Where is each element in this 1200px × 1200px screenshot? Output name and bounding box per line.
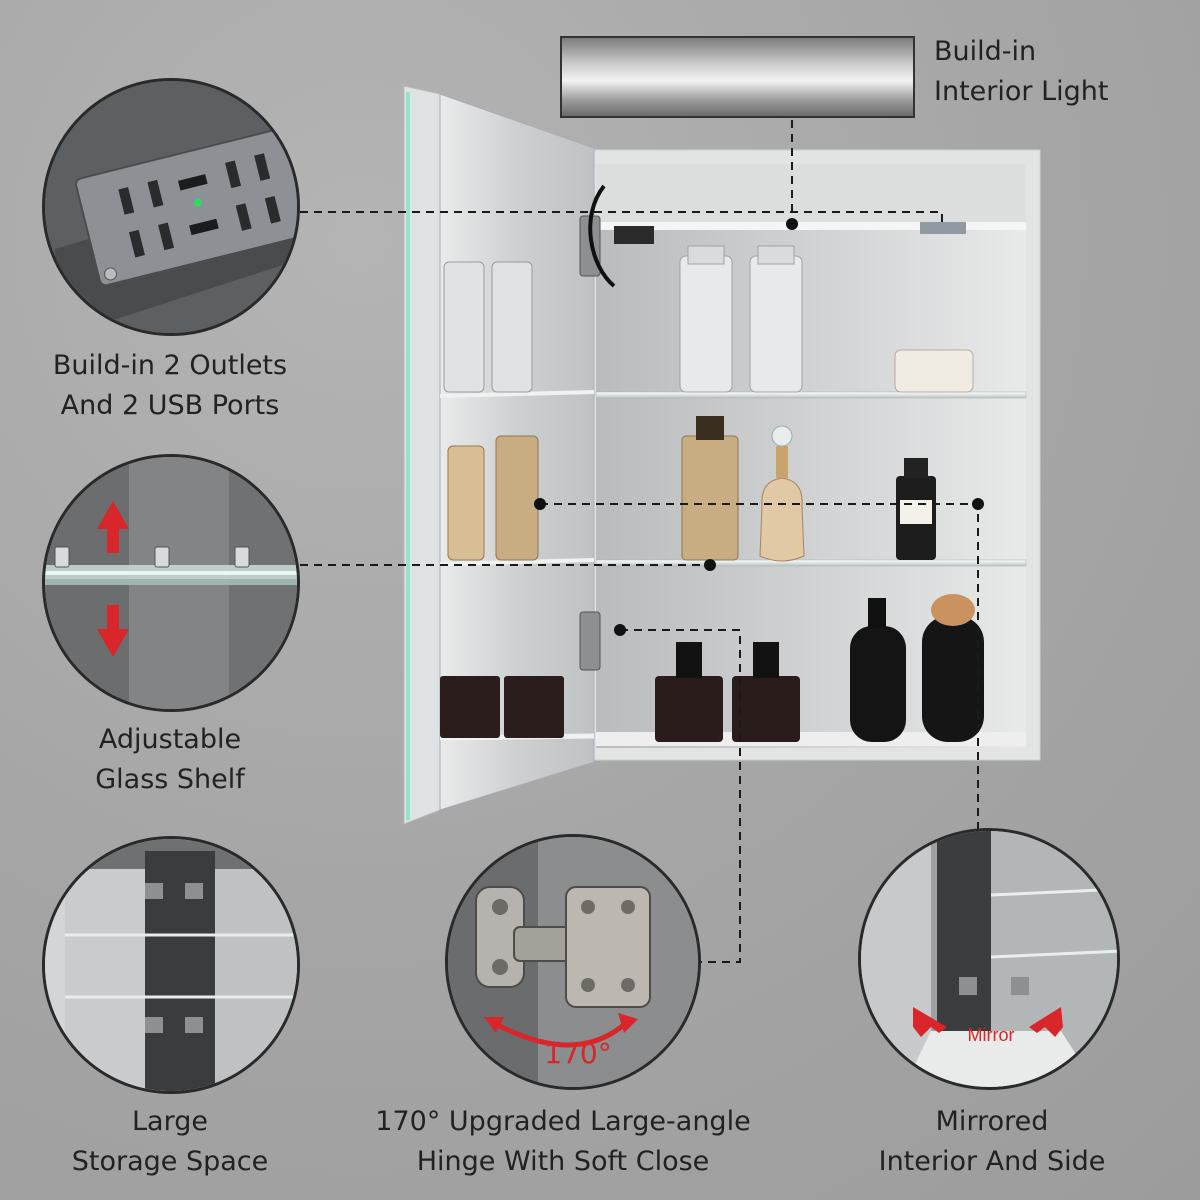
outlets-line1: Build-in 2 Outlets <box>52 350 288 381</box>
outlet-icon <box>74 122 297 287</box>
shelf-circle <box>42 454 300 712</box>
hinge-icon <box>475 886 651 1008</box>
shelf-caption: Adjustable Glass Shelf <box>20 720 320 800</box>
outlets-circle <box>42 78 300 336</box>
hinge-line1: 170° Upgraded Large-angle <box>375 1106 751 1137</box>
storage-caption: Large Storage Space <box>20 1102 320 1182</box>
interior-light-line2: Interior Light <box>934 76 1109 107</box>
hinge-circle: 170° <box>445 834 701 1090</box>
storage-line1: Large <box>132 1106 208 1137</box>
shelf-line1: Adjustable <box>98 724 242 755</box>
interior-light-line1: Build-in <box>934 36 1037 67</box>
mirrored-caption: Mirrored Interior And Side <box>842 1102 1142 1182</box>
mirrored-line2: Interior And Side <box>878 1146 1106 1177</box>
arrow-up-icon <box>97 501 129 553</box>
interior-light-caption: Build-in Interior Light <box>934 32 1108 112</box>
mirrored-line1: Mirrored <box>935 1106 1049 1137</box>
interior-light-inset <box>560 36 915 118</box>
curved-arrow-icon <box>484 1013 638 1048</box>
hinge-angle-label: 170° <box>544 1037 612 1070</box>
arrow-down-icon <box>97 605 129 657</box>
outlets-caption: Build-in 2 Outlets And 2 USB Ports <box>20 346 320 426</box>
storage-line2: Storage Space <box>71 1146 269 1177</box>
mirrored-circle: Mirror <box>858 828 1120 1090</box>
storage-circle <box>42 836 300 1094</box>
medicine-cabinet <box>400 86 1050 826</box>
mirror-badge: Mirror <box>967 1025 1015 1045</box>
hinge-line2: Hinge With Soft Close <box>416 1146 710 1177</box>
hinge-caption: 170° Upgraded Large-angle Hinge With Sof… <box>340 1102 786 1182</box>
outlets-line2: And 2 USB Ports <box>60 390 280 421</box>
shelf-line2: Glass Shelf <box>95 764 245 795</box>
